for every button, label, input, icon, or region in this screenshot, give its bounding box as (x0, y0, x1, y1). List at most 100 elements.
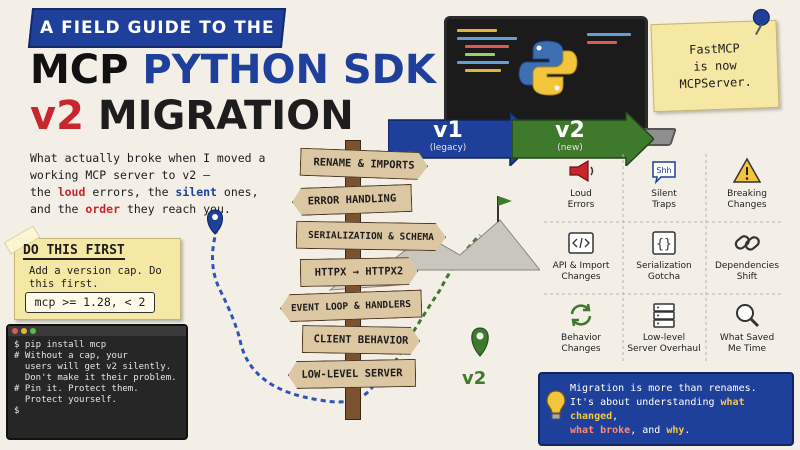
topic-label: Changes (561, 344, 601, 354)
map-pin-green-icon (471, 327, 489, 357)
warning-icon (732, 157, 762, 183)
terminal-line: $ (14, 406, 20, 416)
braces-glyph: {} (656, 237, 672, 252)
magnifier-icon (736, 304, 760, 328)
sign-rename-imports: RENAME & IMPORTS (300, 148, 429, 180)
sign-httpx: HTTPX → HTTPX2 (300, 257, 418, 287)
terminal-line: Don't make it their problem. (14, 373, 177, 383)
topic-label: Me Time (727, 344, 767, 354)
intro-text-span: errors, the (85, 185, 176, 199)
topic-label: Silent (651, 189, 677, 199)
topic-label: Loud (570, 189, 592, 199)
v2-label: v2 (555, 118, 585, 143)
terminal-line: $ pip install mcp (14, 340, 107, 350)
topic-label: Dependencies (714, 261, 780, 271)
callout-line-1: Migration is more than renames. (570, 383, 757, 394)
code-line (457, 61, 509, 64)
topic-label: API & Import (552, 261, 610, 271)
code-line (457, 29, 497, 32)
intro-text: What actually broke when I moved a worki… (30, 150, 300, 218)
topic-what-saved-me-time: What Saved Me Time (706, 294, 788, 366)
topic-low-level-server-overhaul: Low-level Server Overhaul (623, 294, 705, 366)
fastmcp-note: FastMCP is now MCPServer. (650, 8, 780, 113)
banner-text: A FIELD GUIDE TO THE (39, 18, 275, 38)
intro-line-1: What actually broke when I moved a (30, 151, 266, 165)
intro-text-span: they reach you. (120, 202, 231, 216)
topic-label: Gotcha (647, 272, 681, 282)
version-cap-code: mcp >= 1.28, < 2 (25, 292, 155, 313)
topic-breaking-changes: Breaking Changes (706, 150, 788, 222)
v2-arrow (512, 112, 654, 166)
title-v2: v2 (30, 93, 84, 139)
code-line (465, 45, 509, 48)
chain-link-icon (734, 235, 760, 251)
intro-line-3: the loud errors, the silent ones, (30, 184, 300, 201)
topics-grid: Loud Errors Shh Silent Traps Breaking Ch… (540, 150, 788, 366)
server-stack-icon (653, 303, 675, 328)
note-heading: DO THIS FIRST (23, 243, 125, 260)
close-dot-icon (12, 328, 18, 334)
what-changed-highlight: what changed (570, 397, 745, 422)
code-line (587, 41, 617, 44)
what-broke-highlight: what broke (570, 425, 631, 436)
intro-text-span: ones, (216, 185, 259, 199)
lightbulb-icon (546, 390, 566, 420)
topic-label: What Saved (719, 333, 775, 343)
minimize-dot-icon (21, 328, 27, 334)
loud-word: loud (57, 185, 86, 199)
v2-label-group: v2 (new) (530, 118, 610, 153)
v2-sublabel: (new) (557, 143, 583, 153)
callout-line-2: It's about understanding what changed, (570, 396, 788, 424)
silent-word: silent (175, 185, 217, 199)
refresh-arrows-icon (570, 303, 592, 327)
fastmcp-line-3: MCPServer. (679, 74, 752, 92)
intro-line-2: working MCP server to v2 — (30, 168, 211, 182)
topic-loud-errors: Loud Errors (540, 150, 622, 222)
topic-serialization-gotcha: {} Serialization Gotcha (623, 222, 705, 294)
v1-label: v1 (433, 118, 463, 143)
topic-label: Low-level (642, 333, 686, 343)
topic-api-import-changes: API & Import Changes (540, 222, 622, 294)
terminal-titlebar (8, 326, 186, 336)
flag-icon (497, 196, 512, 222)
terminal-window: $ pip install mcp # Without a cap, your … (6, 324, 188, 440)
title-mcp: MCP (30, 47, 129, 93)
topic-silent-traps: Shh Silent Traps (623, 150, 705, 222)
code-brackets-icon (568, 232, 594, 254)
terminal-line: # Without a cap, your (14, 351, 128, 361)
callout-text-span: , and (630, 425, 667, 436)
topic-label: Changes (561, 272, 601, 282)
callout-text: Migration is more than renames. It's abo… (570, 382, 788, 438)
topic-label: Traps (652, 200, 676, 210)
python-logo-icon (518, 40, 578, 96)
code-line (465, 53, 495, 56)
sign-event-loop: EVENT LOOP & HANDLERS (280, 290, 423, 323)
shh-bubble-icon: Shh (652, 161, 676, 185)
code-line (457, 37, 517, 40)
terminal-lines: $ pip install mcp # Without a cap, your … (14, 340, 184, 417)
migration-callout: Migration is more than renames. It's abo… (538, 372, 794, 446)
sign-low-level-server: LOW-LEVEL SERVER (288, 359, 416, 389)
map-pin-icon (207, 209, 223, 235)
sign-serialization-schema: SERIALIZATION & SCHEMA (296, 221, 446, 252)
topic-label: Breaking (727, 189, 767, 199)
terminal-line: users will get v2 silently. (14, 362, 172, 372)
pushpin-icon (752, 8, 770, 36)
terminal-line: # Pin it. Protect them. (14, 384, 139, 394)
callout-text-span: , (612, 411, 619, 422)
v1-label-group: v1 (legacy) (408, 118, 488, 153)
note-body: Add a version cap. Do this first. (29, 265, 162, 290)
code-line (587, 33, 631, 36)
callout-line-3: what broke, and why. (570, 424, 788, 438)
terminal-line: Protect yourself. (14, 395, 117, 405)
title-line-1: MCP PYTHON SDK (30, 46, 436, 94)
title-python-sdk: PYTHON SDK (142, 47, 436, 93)
callout-text-span: It's about understanding (570, 397, 721, 408)
curly-braces-icon: {} (652, 231, 676, 255)
code-line (465, 69, 501, 72)
grid-lines (544, 154, 784, 362)
topic-label: Serialization (636, 261, 692, 271)
intro-text-span: the (30, 185, 58, 199)
shh-text: Shh (656, 166, 671, 175)
sign-error-handling: ERROR HANDLING (292, 184, 413, 216)
